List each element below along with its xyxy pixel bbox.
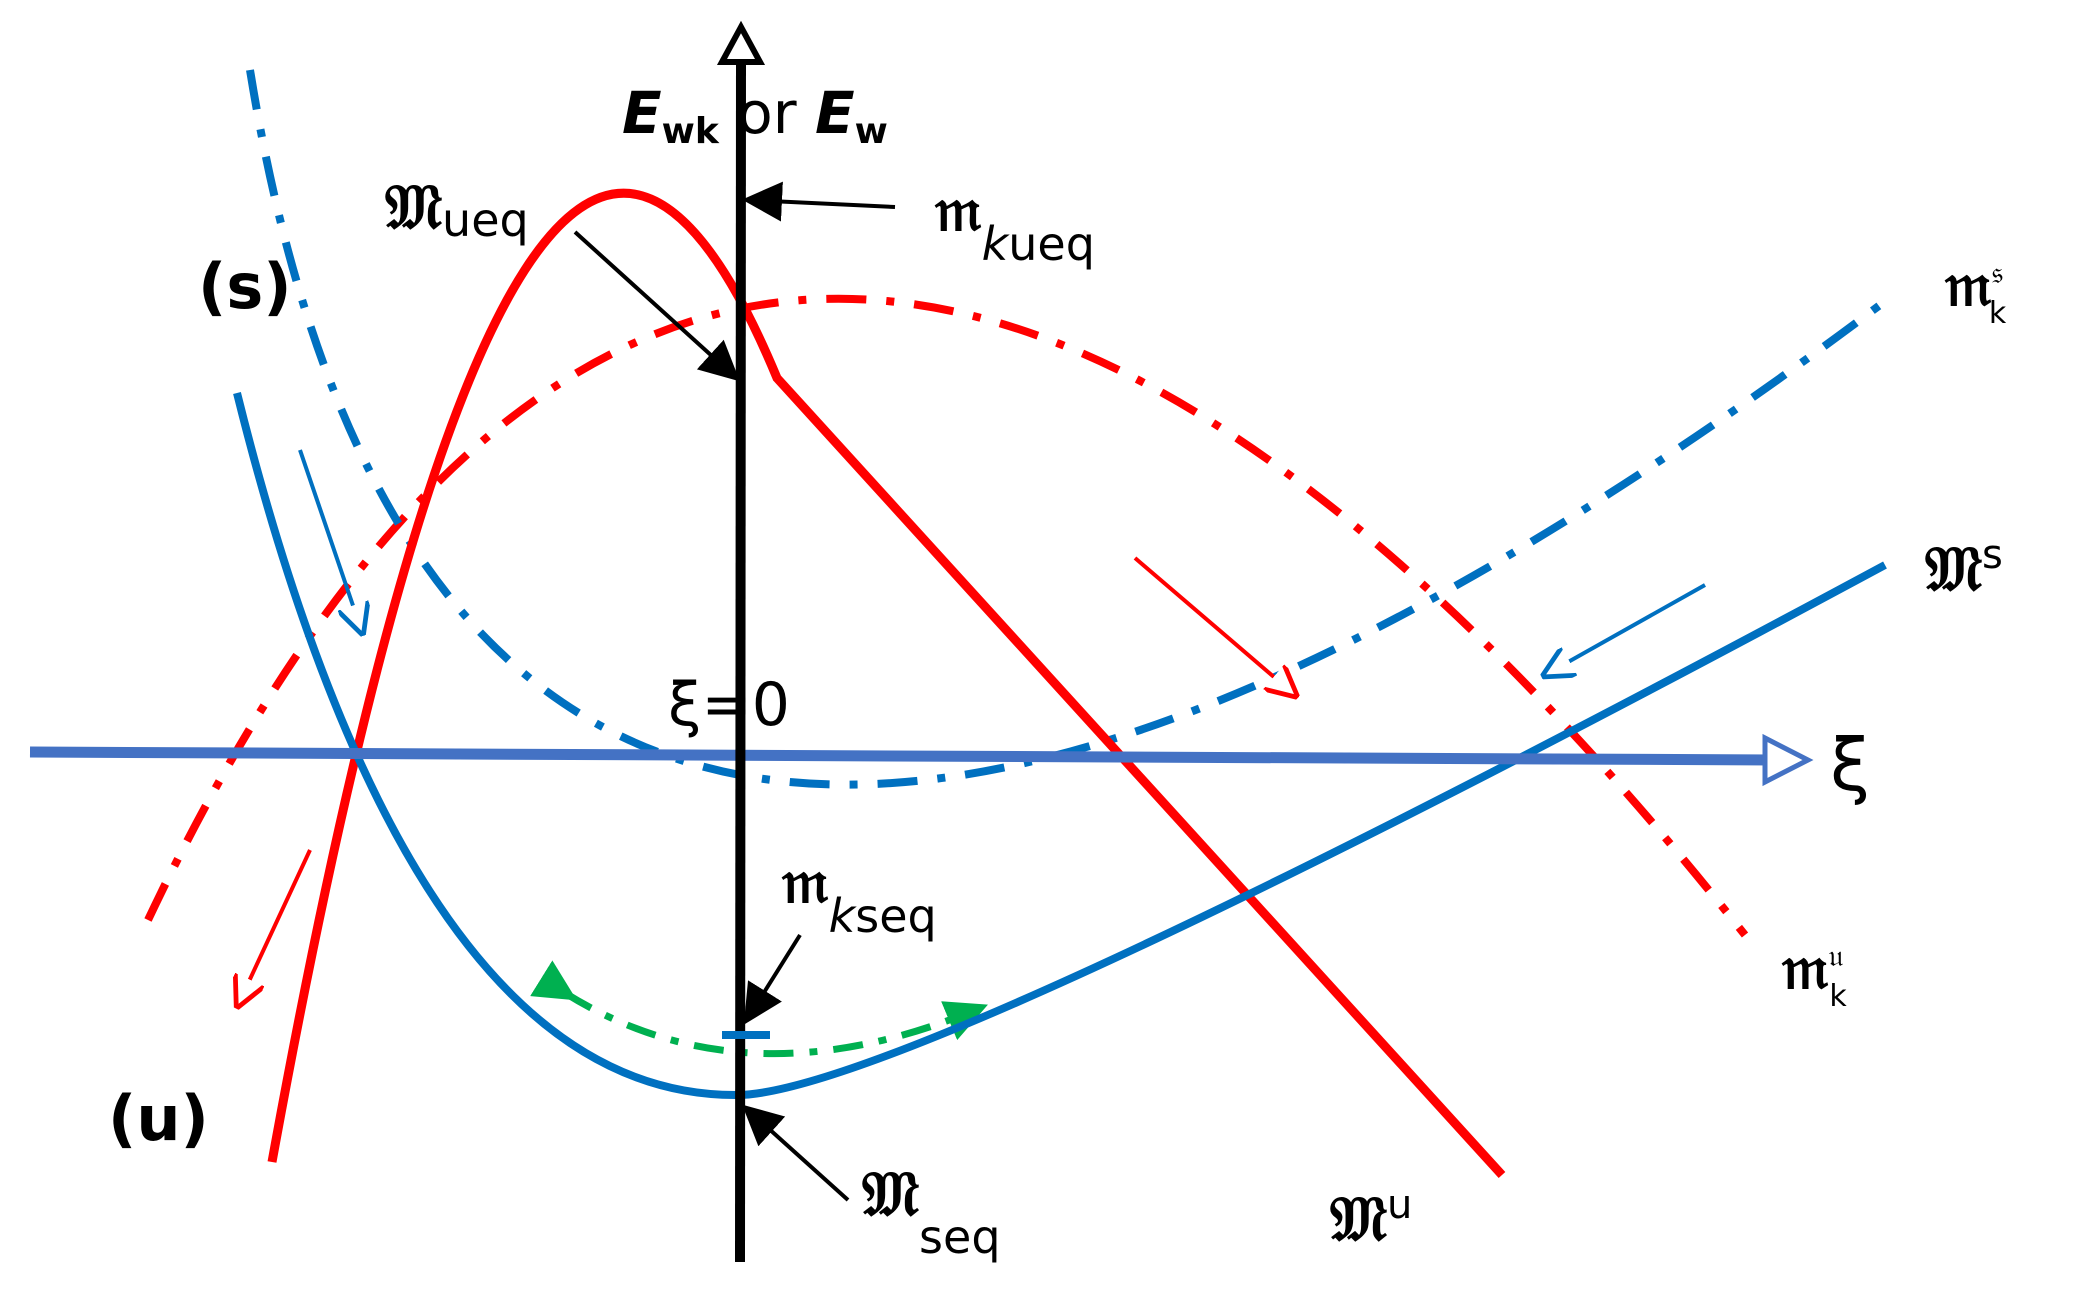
curve-m-u-k xyxy=(144,294,1749,938)
origin-label: ξ=0 xyxy=(668,670,790,740)
label-s: (s) xyxy=(198,250,292,323)
curve-m-s-k xyxy=(246,69,1883,789)
xi-axis xyxy=(29,746,1776,766)
green-oscillation-arrow xyxy=(530,960,988,1058)
label-m-kueq: 𝔪kueq xyxy=(934,172,1095,271)
blue-arrow-right xyxy=(1545,583,1706,675)
red-arrow-right xyxy=(1133,556,1295,695)
label-M-u: 𝔐u xyxy=(1330,1182,1412,1255)
pointer-m-kueq xyxy=(742,181,896,222)
pointer-m-kseq xyxy=(743,933,802,1025)
curve-M-u xyxy=(267,188,1506,1179)
label-M-ueq: 𝔐ueq xyxy=(385,170,529,247)
energy-axis-arrowhead xyxy=(716,20,766,65)
label-M-seq: 𝔐seq xyxy=(862,1157,1001,1264)
label-u: (u) xyxy=(108,1082,209,1155)
pointer-M-ueq xyxy=(573,230,740,382)
red-arrow-left xyxy=(238,849,312,1005)
energy-axis-label: Ewk or Ew xyxy=(622,79,888,152)
label-M-s: 𝔐s xyxy=(1925,532,2003,605)
energy-axis xyxy=(735,57,746,1263)
label-m-kseq: 𝔪kseq xyxy=(781,844,937,943)
xi-axis-label: ξ xyxy=(1830,723,1870,807)
pointer-M-seq xyxy=(742,1104,850,1202)
curve-M-s xyxy=(233,392,1887,1100)
blue-arrow-left xyxy=(298,449,362,632)
xi-axis-arrowhead xyxy=(1762,733,1814,787)
